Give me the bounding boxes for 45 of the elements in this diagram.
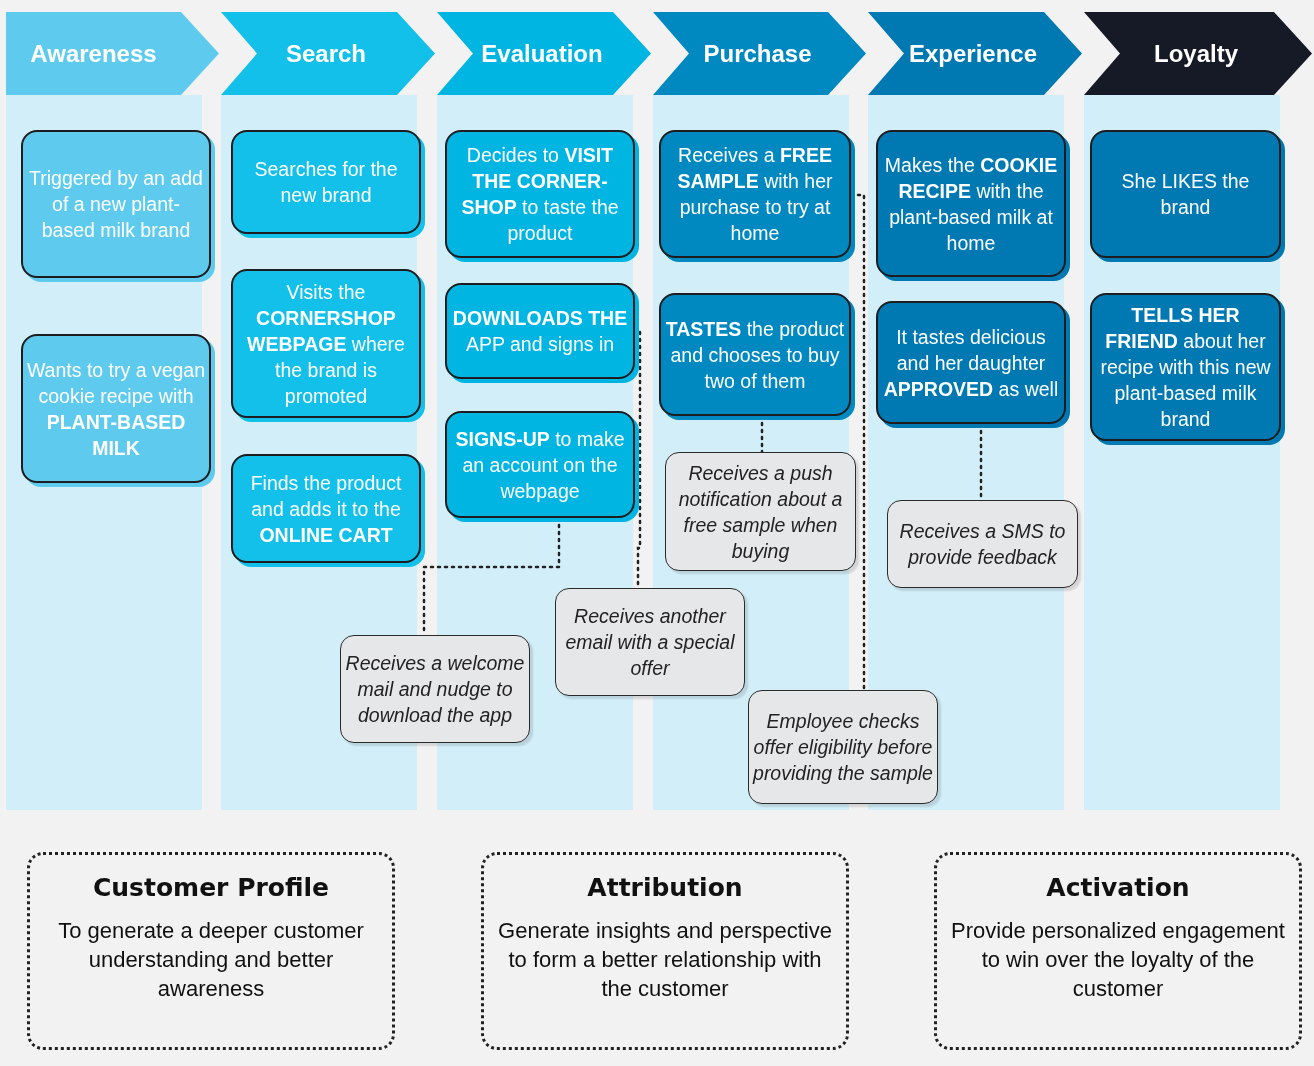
goal-description: Provide personalized engagement to win over the loyalty of the customer — [951, 917, 1285, 1003]
card-text: It tastes delicious and her daughter APPROVED as well — [882, 324, 1060, 402]
goal-title: Activation — [1046, 873, 1190, 902]
channel-note — [665, 452, 856, 571]
channel-note — [555, 588, 745, 696]
goal-description: Generate insights and perspective to form a better relationship with the customer — [498, 917, 832, 1003]
stage-label: Evaluation — [480, 39, 604, 68]
card-text: Wants to try a vegan cookie recipe with PLANT-BASED MILK — [26, 357, 206, 461]
note-text: Employee checks offer eligibility before providing the sample — [753, 709, 933, 786]
goal-panel — [934, 852, 1302, 1050]
channel-note — [887, 500, 1078, 588]
card-text: DOWNLOADS THE APP and signs in — [451, 306, 629, 357]
card-text: SIGNS-UP to make an account on the webpage — [454, 426, 626, 504]
goal-description: To generate a deeper customer understanding and better awareness — [57, 917, 365, 1003]
card-text: Visits the CORNERSHOP WEBPAGE where the brand is promoted — [246, 279, 406, 409]
card-text: Finds the product and adds it to the ONLINE CART — [249, 470, 403, 548]
stage-label: Purchase — [702, 39, 813, 68]
stage-header — [6, 12, 219, 95]
stage-label: Loyalty — [1153, 39, 1239, 68]
goal-title: Customer Profile — [92, 873, 330, 902]
goal-title: Attribution — [587, 873, 743, 902]
stage-header — [653, 12, 866, 95]
channel-note — [340, 635, 530, 743]
stage-label: Experience — [907, 39, 1039, 68]
card-text: Makes the COOKIE RECIPE with the plant-based milk at home — [883, 152, 1059, 256]
channel-note — [748, 690, 938, 804]
stage-header — [868, 12, 1082, 95]
stage-label: Awareness — [29, 39, 158, 68]
stage-label: Search — [284, 39, 368, 68]
stage-header — [437, 12, 651, 95]
card-text: Searches for the new brand — [253, 157, 399, 208]
card-text: Receives a FREE SAMPLE with her purchase to try at home — [676, 143, 834, 246]
note-text: Receives another email with a special offer — [564, 604, 736, 681]
card-text: TASTES the product and chooses to buy two of them — [664, 316, 846, 394]
card-text: TELLS HER FRIEND about her recipe with this new plant-based milk brand — [1099, 303, 1272, 432]
note-text: Receives a push notification about a free sample when buying — [677, 460, 844, 564]
goal-panel — [27, 852, 395, 1050]
card-text: She LIKES the brand — [1120, 169, 1251, 220]
note-text: Receives a SMS to provide feedback — [898, 519, 1067, 570]
card-text: Triggered by an add of a new plant-based milk brand — [28, 166, 204, 243]
stage-header — [221, 12, 435, 95]
goal-panel — [481, 852, 849, 1050]
card-text: Decides to VISIT THE CORNER-SHOP to taste the product — [460, 143, 620, 246]
stage-header — [1084, 12, 1312, 95]
note-text: Receives a welcome mail and nudge to download the app — [345, 651, 525, 728]
